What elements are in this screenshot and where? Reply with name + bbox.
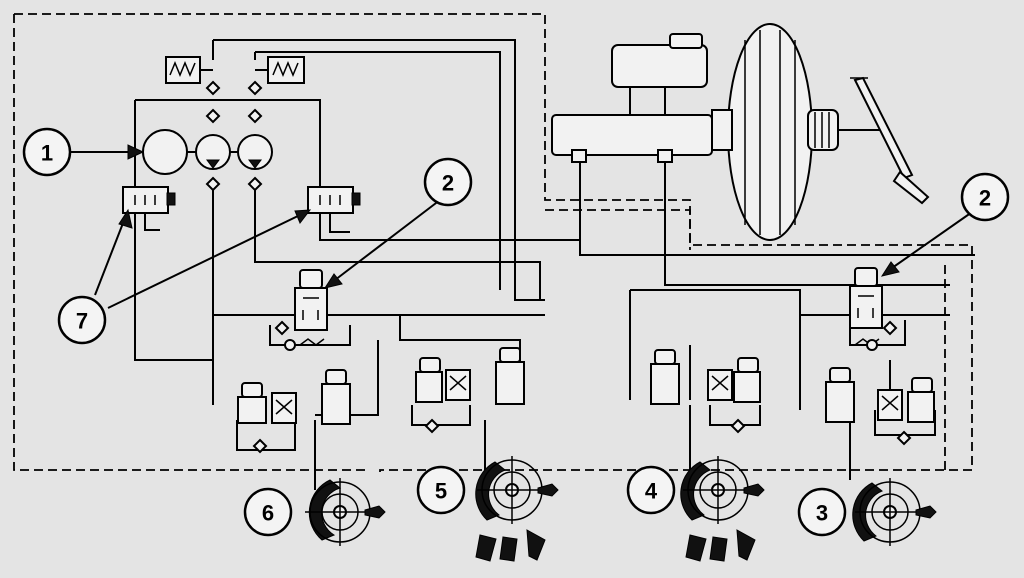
callout-2-right-label: 2 (979, 186, 991, 211)
master-cylinder-booster (551, 23, 930, 241)
callout-2-left: 2 (423, 157, 473, 207)
callout-1: 1 (22, 127, 72, 177)
callout-5: 5 (416, 465, 466, 515)
accumulator-right (267, 56, 305, 84)
accumulator-left (165, 56, 201, 84)
callout-4: 4 (626, 465, 676, 515)
valve-group-3 (825, 367, 935, 446)
valve-group-5 (415, 347, 525, 434)
callout-2-left-label: 2 (442, 171, 454, 196)
brake-pedal (853, 76, 914, 180)
hydraulic-pump-unit (122, 56, 361, 233)
callout-1-label: 1 (41, 141, 53, 166)
callout-6-label: 6 (262, 501, 274, 526)
solenoid-valve-left (274, 269, 328, 351)
wheel-brake-5 (475, 456, 559, 562)
callout-7-label: 7 (76, 309, 88, 334)
leader-lines (70, 144, 976, 309)
callout-2-right: 2 (960, 172, 1010, 222)
fluid-reservoir (611, 44, 708, 88)
callout-4-label: 4 (645, 479, 658, 504)
wheel-brake-3 (852, 478, 937, 546)
hydraulic-lines (134, 39, 975, 490)
pump-motor (142, 129, 188, 175)
callout-3-label: 3 (816, 501, 828, 526)
control-lines (13, 13, 973, 472)
callout-3: 3 (797, 487, 847, 537)
booster-bellows (807, 109, 839, 151)
brake-booster (727, 23, 813, 241)
valve-group-4 (650, 349, 761, 434)
wheel-brake-4 (680, 456, 765, 562)
callout-5-label: 5 (435, 479, 447, 504)
valve-group-6 (237, 369, 351, 454)
solenoid-valve-right (849, 267, 898, 351)
callout-6: 6 (243, 487, 293, 537)
callout-7: 7 (57, 295, 107, 345)
wheel-brake-6 (305, 478, 386, 546)
